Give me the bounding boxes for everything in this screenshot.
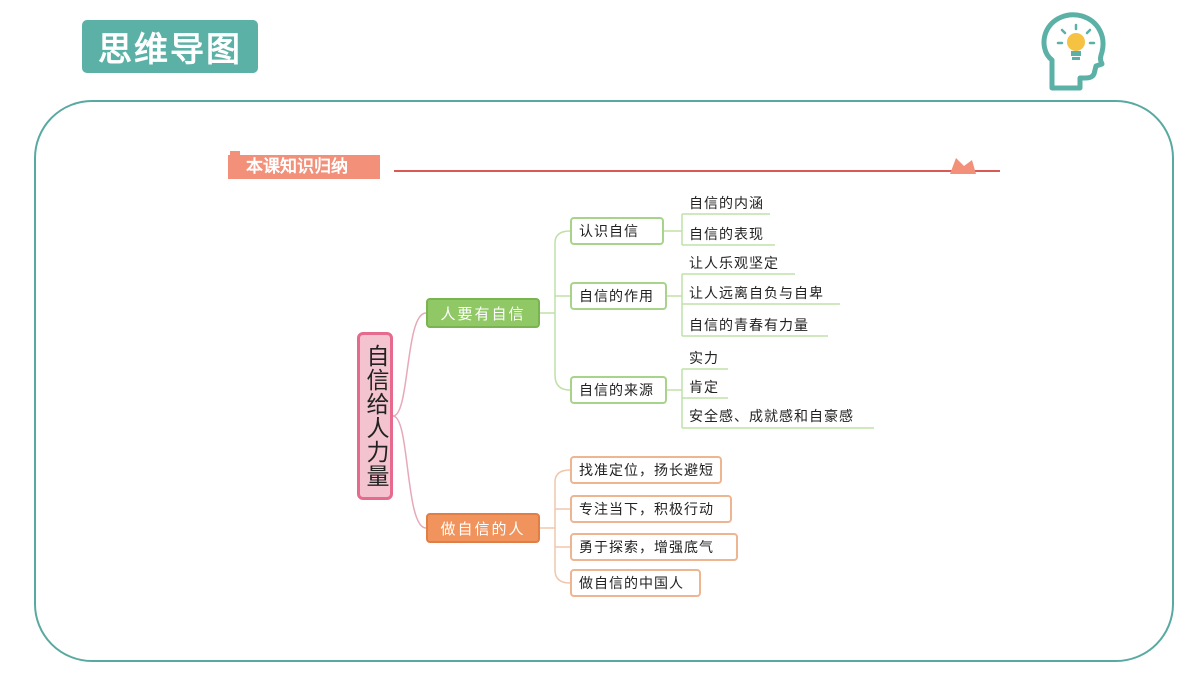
branch-node-confidence-needed: 人要有自信: [426, 298, 540, 328]
branch-node-be-confident: 做自信的人: [426, 513, 540, 543]
section-divider-line: [394, 170, 1000, 172]
section-header: 本课知识归纳: [228, 155, 380, 179]
sub-node-explore-bravely: 勇于探索，增强底气: [570, 533, 738, 561]
page-title-badge: 思维导图: [82, 20, 258, 73]
connector-root-orange: [392, 415, 427, 529]
sub-node-know-confidence: 认识自信: [570, 217, 664, 245]
leaf-item: 自信的内涵: [689, 196, 764, 212]
leaf-item: 让人乐观坚定: [689, 256, 779, 272]
leaf-item: 让人远离自负与自卑: [689, 286, 824, 302]
sub-node-confidence-role: 自信的作用: [570, 282, 667, 310]
sub-node-find-position: 找准定位，扬长避短: [570, 456, 722, 484]
sub-node-confident-chinese: 做自信的中国人: [570, 569, 701, 597]
leaf-item: 自信的表现: [689, 227, 764, 243]
leaf-item: 肯定: [689, 380, 719, 396]
root-node-label: 自信给人力量: [362, 344, 388, 488]
flag-icon: [950, 158, 976, 174]
head-lightbulb-icon: [1041, 12, 1106, 91]
section-header-tab: [230, 151, 240, 157]
content-frame: [34, 100, 1174, 662]
sub-node-focus-present: 专注当下，积极行动: [570, 495, 732, 523]
leaf-item: 自信的青春有力量: [689, 318, 809, 334]
root-node: 自信给人力量: [357, 332, 393, 500]
leaf-item: 实力: [689, 351, 719, 367]
sub-node-confidence-source: 自信的来源: [570, 376, 667, 404]
leaf-item: 安全感、成就感和自豪感: [689, 409, 854, 425]
connector-root-green: [392, 312, 427, 417]
